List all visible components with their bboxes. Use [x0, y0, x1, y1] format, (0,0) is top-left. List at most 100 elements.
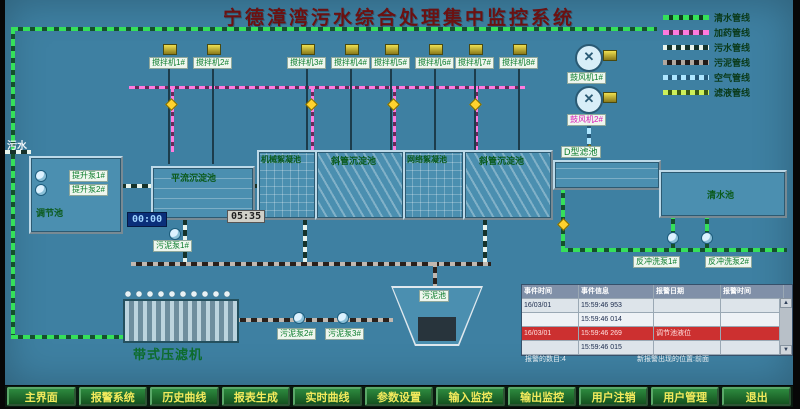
- legend-item: 空气管线: [663, 70, 785, 85]
- lift-pump-2-label: 提升泵2#: [69, 184, 108, 196]
- alarm-table-scrollbar[interactable]: [779, 298, 792, 355]
- lift-pump-1-icon[interactable]: [35, 170, 47, 182]
- sludge-line-icon: [663, 60, 709, 65]
- alarm-row-active[interactable]: 16/03/01 15:59:46 269 调节池液位: [522, 327, 792, 341]
- dosing-pipe-drop-2: [311, 86, 314, 152]
- mixer-label: 搅拌机1#: [149, 57, 188, 69]
- backwash-pump-1-label: 反冲洗泵1#: [633, 256, 680, 268]
- d-filter-tank: [553, 160, 661, 190]
- sewage-line-icon: [663, 45, 709, 50]
- sludge-tank-label: 污泥池: [419, 290, 449, 302]
- lift-pump-2-icon[interactable]: [35, 184, 47, 196]
- mixer-motor-icon[interactable]: [385, 44, 399, 55]
- blower-1-motor-icon[interactable]: [603, 50, 617, 61]
- tank-label: 网络絮凝池: [407, 155, 447, 164]
- backwash-pump-2-label: 反冲洗泵2#: [705, 256, 752, 268]
- mixer-shaft: [434, 68, 436, 154]
- clean-water-pipe-filter-down: [561, 186, 565, 248]
- mixer-label: 搅拌机7#: [455, 57, 494, 69]
- sludge-pump-3-icon[interactable]: [337, 312, 349, 324]
- d-filter-label: D型滤池: [561, 146, 601, 158]
- nav-user-logout-button[interactable]: 用户注销: [579, 387, 648, 406]
- alarm-position-text: 新报警出现的位置:前面: [637, 356, 709, 363]
- air-pipe: [587, 118, 591, 166]
- dosing-pipe-drop-4: [475, 86, 478, 152]
- timer-2: 05:35: [227, 210, 266, 223]
- mixer-label: 搅拌机5#: [371, 57, 410, 69]
- mixer-motor-icon[interactable]: [469, 44, 483, 55]
- nav-realtime-curve-button[interactable]: 实时曲线: [293, 387, 362, 406]
- tank-label: 调节池: [36, 208, 64, 218]
- inclined-tube-sedimentation-tank-2: 斜管沉淀池: [463, 150, 553, 220]
- sludge-pump-3-label: 污泥泵3#: [325, 328, 364, 340]
- sludge-pump-2-label: 污泥泵2#: [277, 328, 316, 340]
- nav-main-button[interactable]: 主界面: [7, 387, 76, 406]
- mixer-label: 搅拌机6#: [415, 57, 454, 69]
- mixer-motor-icon[interactable]: [429, 44, 443, 55]
- sludge-press-pipe: [235, 318, 393, 322]
- clean-water-pipe-pump-2: [705, 212, 709, 250]
- scroll-up-icon[interactable]: [780, 298, 792, 308]
- alarm-row[interactable]: 15:59:46 014: [522, 313, 792, 327]
- scroll-down-icon[interactable]: [780, 345, 792, 355]
- mixer-shaft: [306, 68, 308, 154]
- mixer-label: 搅拌机2#: [193, 57, 232, 69]
- filtrate-line-icon: [663, 90, 709, 95]
- mixer-shaft: [168, 68, 170, 164]
- clean-water-pipe-left: [11, 27, 15, 339]
- pipe-legend: 清水管线 加药管线 污水管线 污泥管线 空气管线 滤液管线: [663, 10, 785, 100]
- mixer-motor-icon[interactable]: [513, 44, 527, 55]
- dosing-valve-icon[interactable]: [469, 98, 482, 111]
- backwash-pump-2-icon[interactable]: [701, 232, 713, 244]
- mixer-motor-icon[interactable]: [207, 44, 221, 55]
- sludge-drop-3: [483, 214, 487, 264]
- horizontal-sedimentation-tank: 平流沉淀池: [151, 166, 255, 220]
- mixer-motor-icon[interactable]: [163, 44, 177, 55]
- mixer-shaft: [518, 68, 520, 154]
- nav-input-monitor-button[interactable]: 输入监控: [436, 387, 505, 406]
- legend-item: 滤液管线: [663, 85, 785, 100]
- sewage-inlet-pipe: [5, 150, 31, 154]
- mixer-motor-icon[interactable]: [301, 44, 315, 55]
- nav-exit-button[interactable]: 退出: [722, 387, 792, 406]
- mixer-motor-icon[interactable]: [345, 44, 359, 55]
- sludge-pump-1-label: 污泥泵1#: [153, 240, 192, 252]
- sludge-pump-1-icon[interactable]: [169, 228, 181, 240]
- alarm-row[interactable]: 15:59:46 015: [522, 341, 792, 355]
- clean-water-pipe-pump-1: [671, 212, 675, 250]
- alarm-table-header: 事件时间 事件信息 报警日期 报警时间: [522, 285, 792, 299]
- nav-history-curve-button[interactable]: 历史曲线: [150, 387, 219, 406]
- sludge-pump-2-icon[interactable]: [293, 312, 305, 324]
- backwash-pump-1-icon[interactable]: [667, 232, 679, 244]
- nav-output-monitor-button[interactable]: 输出监控: [507, 387, 577, 406]
- nav-alarm-system-button[interactable]: 报警系统: [78, 387, 148, 406]
- dosing-line-icon: [663, 30, 709, 35]
- bottom-navbar: 主界面 报警系统 历史曲线 报表生成 实时曲线 参数设置 输入监控 输出监控 用…: [5, 386, 793, 407]
- water-valve-icon[interactable]: [557, 218, 570, 231]
- alarm-count-text: 报警的数目:4: [525, 356, 566, 363]
- legend-item: 加药管线: [663, 25, 785, 40]
- dosing-pipe-main: [129, 86, 525, 89]
- alarm-table: 事件时间 事件信息 报警日期 报警时间 16/03/01 15:59:46 95…: [521, 284, 793, 356]
- nav-user-management-button[interactable]: 用户管理: [650, 387, 720, 406]
- nav-report-button[interactable]: 报表生成: [221, 387, 291, 406]
- mixer-label: 搅拌机8#: [499, 57, 538, 69]
- mixer-shaft: [212, 68, 214, 164]
- nav-parameter-settings-button[interactable]: 参数设置: [364, 387, 434, 406]
- clean-water-pipe-bottom-right: [561, 248, 787, 252]
- mixer-label: 搅拌机4#: [331, 57, 370, 69]
- timer-1: 00:00: [127, 212, 168, 227]
- blower-1-fan-icon[interactable]: [575, 44, 603, 72]
- tank-label: 斜管沉淀池: [331, 156, 377, 166]
- legend-item: 清水管线: [663, 10, 785, 25]
- clean-water-line-icon: [663, 15, 709, 20]
- hmi-screen: 宁德漳湾污水综合处理集中监控系统 清水管线 加药管线 污水管线 污泥管线 空气管…: [5, 0, 793, 385]
- alarm-row[interactable]: 16/03/01 15:59:46 953: [522, 299, 792, 313]
- sludge-tank-feed-pipe: [433, 262, 437, 288]
- clear-water-tank: 清水池: [659, 170, 787, 218]
- legend-item: 污泥管线: [663, 55, 785, 70]
- inclined-tube-sedimentation-tank-1: 斜管沉淀池: [315, 150, 405, 220]
- blower-2-fan-icon[interactable]: [575, 86, 603, 114]
- blower-2-motor-icon[interactable]: [603, 92, 617, 103]
- belt-press-label: 带式压滤机: [133, 347, 204, 362]
